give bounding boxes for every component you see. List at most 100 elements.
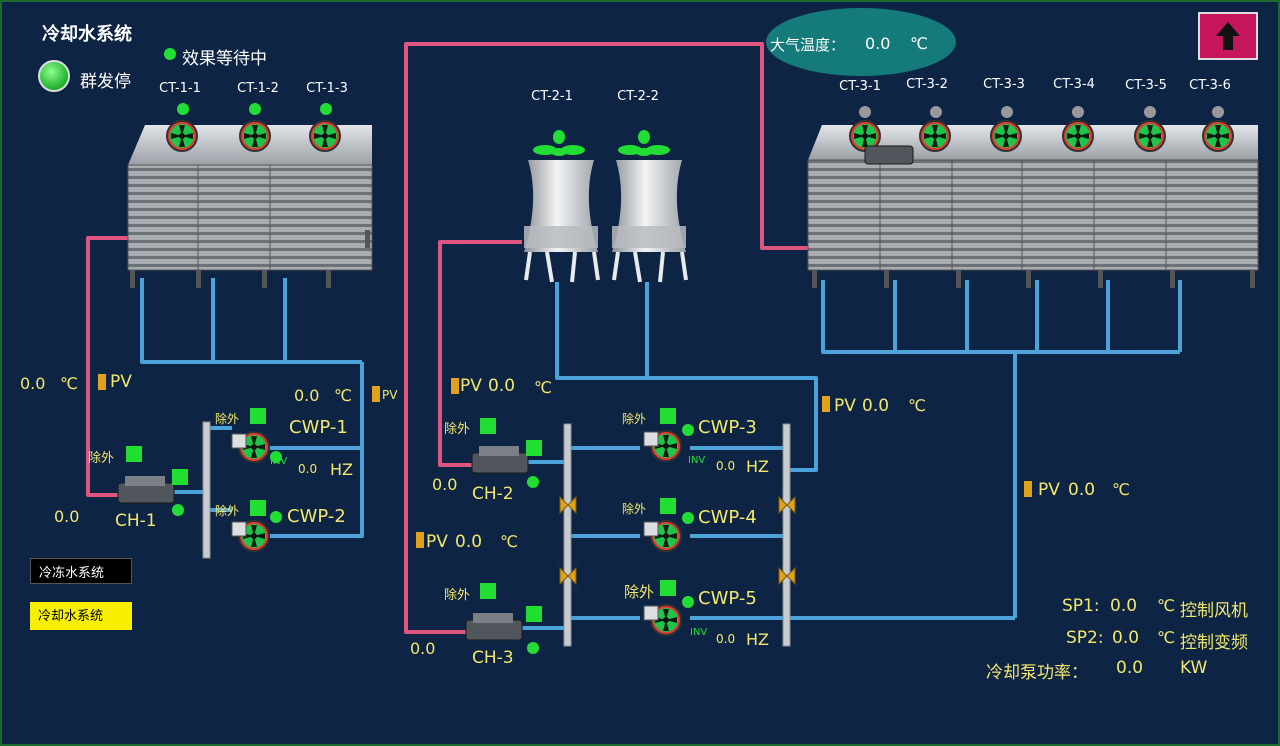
tower-label: CT-3-5 xyxy=(1125,78,1167,93)
inv2-value: 0.0 xyxy=(716,459,736,473)
pv3-unit: ℃ xyxy=(534,378,552,397)
cwp4-except-label: 除外 xyxy=(622,502,647,516)
pv4-unit: ℃ xyxy=(908,396,926,415)
ch1-status xyxy=(172,469,188,485)
fan-icon xyxy=(1062,120,1094,152)
valve-icon xyxy=(778,566,796,586)
ch2-name: CH-2 xyxy=(472,484,514,504)
cwp2-name: CWP-2 xyxy=(287,506,346,527)
cwp3-except-label: 除外 xyxy=(622,412,647,426)
cwp5-except-label: 除外 xyxy=(624,583,655,601)
supply-pipe-3 xyxy=(404,42,808,634)
sp2-unit: ℃ xyxy=(1157,628,1175,647)
cwp1-except-toggle[interactable] xyxy=(250,408,266,424)
pv5-tag: PV xyxy=(1038,480,1060,500)
valve-icon xyxy=(778,495,796,515)
tower-label: CT-3-4 xyxy=(1053,77,1095,92)
cwp5-except-toggle[interactable] xyxy=(660,580,676,596)
fan-icon xyxy=(919,120,951,152)
sp2-label: SP2: xyxy=(1066,628,1104,648)
inv2-unit: HZ xyxy=(746,457,769,476)
cwp2-except-toggle[interactable] xyxy=(250,500,266,516)
status-text: 效果等待中 xyxy=(182,49,267,69)
status-dot xyxy=(164,48,176,60)
tower-label: CT-3-1 xyxy=(839,79,881,94)
pv6-tag: PV xyxy=(426,532,448,552)
pv5-unit: ℃ xyxy=(1112,480,1130,499)
return-pipe-ct1 xyxy=(140,278,362,364)
ambient-unit: ℃ xyxy=(910,34,928,53)
group-stop-label: 群发停 xyxy=(80,72,131,92)
nav-chilled-water[interactable]: 冷冻水系统 xyxy=(30,558,132,584)
ch2-except-label: 除外 xyxy=(444,422,471,437)
inv3-tag: INV xyxy=(690,627,708,638)
group-stop-button[interactable] xyxy=(38,60,70,92)
supply-pipe-1 xyxy=(86,236,128,497)
cwp5-name: CWP-5 xyxy=(698,588,757,609)
fan-icon xyxy=(990,120,1022,152)
pv4-tag: PV xyxy=(834,396,856,416)
ch1-name: CH-1 xyxy=(115,511,157,531)
cwp4-except-toggle[interactable] xyxy=(660,498,676,514)
fan-icon xyxy=(239,120,271,152)
ch3-name: CH-3 xyxy=(472,648,514,668)
inv1-tag: INV xyxy=(270,456,288,467)
fan-icon xyxy=(309,120,341,152)
inv2-tag: INV xyxy=(688,455,706,466)
ch1-except-toggle[interactable] xyxy=(126,446,142,462)
ch2-except-toggle[interactable] xyxy=(480,418,496,434)
tower-label: CT-2-2 xyxy=(617,89,659,104)
tower-label: CT-1-1 xyxy=(159,81,201,96)
ch3-except-label: 除外 xyxy=(444,588,471,603)
inv1-value: 0.0 xyxy=(298,462,318,476)
cwp1-except-label: 除外 xyxy=(215,412,240,426)
pv2-value: 0.0 xyxy=(294,386,320,405)
pv6-value: 0.0 xyxy=(455,532,483,552)
tower-label: CT-1-3 xyxy=(306,81,348,96)
nav-cooling-water[interactable]: 冷却水系统 xyxy=(30,602,132,630)
sp2-value[interactable]: 0.0 xyxy=(1112,628,1140,648)
pv4-value: 0.0 xyxy=(862,396,890,416)
inv3-value: 0.0 xyxy=(716,632,736,646)
sp1-unit: ℃ xyxy=(1157,596,1175,615)
pv1-unit: ℃ xyxy=(60,374,78,393)
tower-label: CT-3-2 xyxy=(906,77,948,92)
tower-label: CT-3-6 xyxy=(1189,78,1231,93)
pump-power-label: 冷却泵功率： xyxy=(986,663,1088,683)
return-pipe-ct3 xyxy=(821,280,1180,354)
arrow-up-icon xyxy=(1216,22,1240,50)
sp1-value[interactable]: 0.0 xyxy=(1110,596,1138,616)
pv1-tag: PV xyxy=(110,372,132,392)
cwp2-except-label: 除外 xyxy=(215,504,240,518)
ch2-status xyxy=(526,440,542,456)
fan-icon xyxy=(1202,120,1234,152)
pv3-value: 0.0 xyxy=(488,376,516,396)
cwp3-except-toggle[interactable] xyxy=(660,408,676,424)
pv2-unit: ℃ xyxy=(334,386,352,405)
sp1-label: SP1: xyxy=(1062,596,1100,616)
pv3-tag: PV xyxy=(460,376,482,396)
fan-icon xyxy=(1134,120,1166,152)
ch2-value: 0.0 xyxy=(432,475,458,494)
cwp3-name: CWP-3 xyxy=(698,417,757,438)
inv1-unit: HZ xyxy=(330,460,353,479)
sp1-desc: 控制风机 xyxy=(1180,601,1248,621)
tower-label: CT-2-1 xyxy=(531,89,573,104)
page-title: 冷却水系统 xyxy=(42,24,132,45)
cwp1-name: CWP-1 xyxy=(289,417,348,438)
up-button[interactable] xyxy=(1198,12,1258,60)
ch3-except-toggle[interactable] xyxy=(480,583,496,599)
ch3-value: 0.0 xyxy=(410,639,436,658)
ch1-except-label: 除外 xyxy=(88,451,115,466)
pv2-tag: PV xyxy=(382,388,398,402)
tower-label: CT-3-3 xyxy=(983,77,1025,92)
ambient-temp-panel xyxy=(766,8,956,76)
fan-icon xyxy=(166,120,198,152)
ch3-status xyxy=(526,606,542,622)
pump-power-value: 0.0 xyxy=(1116,658,1144,678)
pv6-unit: ℃ xyxy=(500,532,518,551)
supply-pipe-2 xyxy=(438,240,522,467)
tower-label: CT-1-2 xyxy=(237,81,279,96)
